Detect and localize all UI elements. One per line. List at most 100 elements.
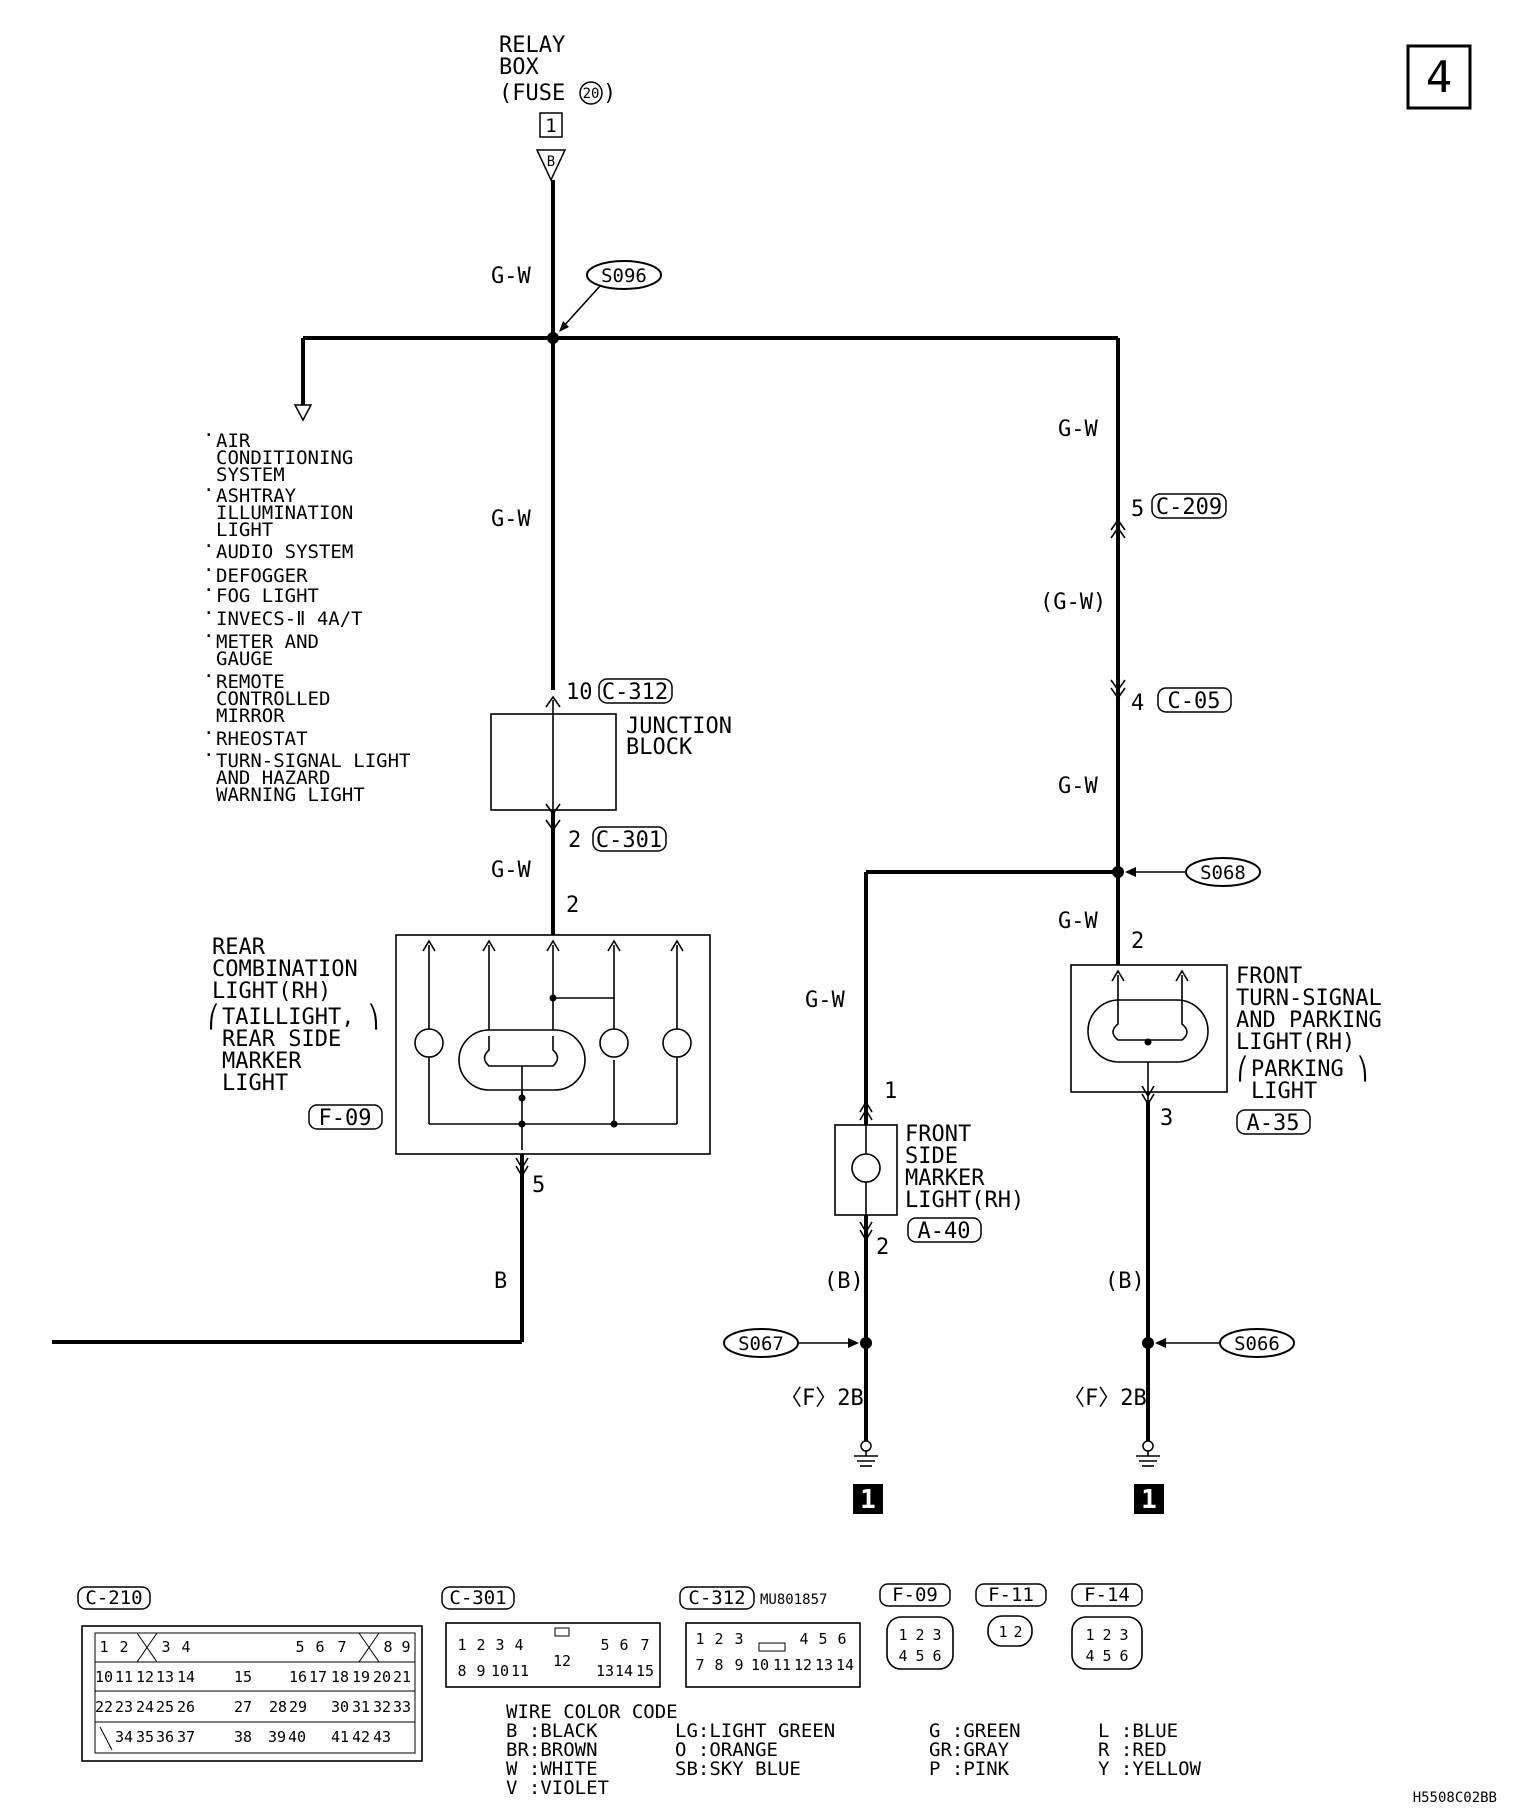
rear-combo-paren-open: ⎛ [207, 1003, 220, 1030]
system-line: METER AND [216, 631, 319, 653]
splice-label-s066: S066 [1234, 1333, 1280, 1355]
legend-entry: G :GREEN [929, 1720, 1021, 1742]
front-side-conn: A-40 [918, 1219, 971, 1244]
wire-label-5: (G-W) [1040, 590, 1106, 615]
system-line: ILLUMINATION [216, 502, 353, 524]
ground-ref-left: 〈F〉2B [780, 1386, 864, 1411]
splice-dot-s096 [547, 332, 559, 344]
wire-label-3: G-W [491, 858, 531, 883]
c210-pin: 15 [234, 1668, 252, 1686]
jb-in-conn: C-312 [602, 680, 668, 705]
c210-pin: 5 [295, 1638, 304, 1656]
f09-name-box [879, 1583, 951, 1607]
wire-label-2: G-W [491, 507, 531, 532]
c209-conn: C-209 [1156, 495, 1222, 520]
c312-pin: 4 [799, 1630, 808, 1648]
front-turn-junction-dot [1144, 1038, 1152, 1046]
splice-oval-s096 [586, 260, 662, 290]
rear-combo-pin-in: 2 [566, 893, 579, 918]
c312-latch [758, 1642, 786, 1652]
rear-combo-junction-dot-2 [518, 1120, 526, 1128]
c312-pin: 8 [714, 1656, 723, 1674]
rear-combo-conn: F-09 [319, 1106, 372, 1131]
jb-out-conn-box [592, 826, 667, 852]
c210-pin: 19 [352, 1668, 370, 1686]
bulb-icon [662, 1028, 692, 1058]
system-line: AIR [216, 430, 251, 452]
front-turn-pin-in: 2 [1131, 929, 1144, 954]
front-side-label-2: SIDE [905, 1144, 958, 1169]
front-turn-pin-out: 3 [1160, 1106, 1173, 1131]
f14-name: F-14 [1084, 1584, 1130, 1606]
c210-pin: 32 [373, 1698, 391, 1716]
bullet: · [203, 665, 214, 687]
system-line: CONDITIONING [216, 447, 353, 469]
f11-housing [987, 1615, 1033, 1647]
f14-pin: 5 [1102, 1647, 1111, 1665]
legend-entry: L :BLUE [1098, 1720, 1178, 1742]
c301-pin: 13 [596, 1662, 614, 1680]
c301-latch [554, 1627, 570, 1637]
f09-pin: 1 [898, 1626, 907, 1644]
system-line: CONTROLLED [216, 688, 330, 710]
f14-housing [1071, 1616, 1143, 1670]
c210-pin: 7 [337, 1638, 346, 1656]
relay-pin: 1 [545, 115, 556, 137]
f09-pin: 5 [915, 1647, 924, 1665]
system-line: DEFOGGER [216, 565, 308, 587]
c312-pin: 10 [751, 1656, 769, 1674]
front-side-arrow-in [859, 1100, 873, 1121]
system-line: LIGHT [216, 519, 273, 541]
legend-title: WIRE COLOR CODE [506, 1701, 678, 1723]
c210-pin: 14 [177, 1668, 195, 1686]
f09-pin: 2 [915, 1626, 924, 1644]
c210-pin: 4 [181, 1638, 190, 1656]
rear-combo-label-3: LIGHT(RH) [212, 979, 331, 1004]
c301-pin: 3 [495, 1636, 504, 1654]
splice-dot-s066 [1142, 1337, 1154, 1349]
rear-combo-arrows [422, 939, 684, 1178]
legend-entry: P :PINK [929, 1758, 1010, 1780]
c210-pin: 9 [401, 1638, 410, 1656]
system-line: GAUGE [216, 648, 273, 670]
c210-pin: 20 [373, 1668, 391, 1686]
c210-pin: 39 [268, 1728, 286, 1746]
ground-icon [1136, 1440, 1160, 1467]
f14-name-box [1071, 1583, 1143, 1607]
c312-pin: 6 [837, 1630, 846, 1648]
c210-pin: 35 [136, 1728, 154, 1746]
c210-pin: 38 [234, 1728, 252, 1746]
legend-entry: O :ORANGE [675, 1739, 778, 1761]
splice-label-s096: S096 [601, 265, 647, 287]
front-side-conn-box [907, 1217, 982, 1243]
page-number-box [1406, 44, 1472, 110]
bullet: · [203, 579, 214, 601]
c05-pin: 4 [1131, 691, 1144, 716]
c301-pin: 15 [636, 1662, 654, 1680]
c209-conn-box [1151, 493, 1227, 519]
c312-pin: 5 [818, 1630, 827, 1648]
c210-pin: 30 [331, 1698, 349, 1716]
branch-arrow [293, 404, 313, 422]
f09-name: F-09 [892, 1584, 938, 1606]
bullet: · [203, 744, 214, 766]
front-turn-paren-open: ⎛ [1236, 1055, 1249, 1082]
front-side-label: FRONT [905, 1122, 971, 1147]
jb-in-conn-box [598, 678, 673, 704]
bullet: · [203, 625, 214, 647]
rear-combo-label-4: TAILLIGHT, [222, 1005, 354, 1030]
system-line: MIRROR [216, 705, 285, 727]
f09-pin: 4 [898, 1647, 907, 1665]
bullet: · [203, 535, 214, 557]
c301-pin: 10 [491, 1662, 509, 1680]
rear-combo-junction-dot [549, 994, 557, 1002]
ground-number-left: 1 [860, 1485, 876, 1515]
f14-pin: 2 [1102, 1626, 1111, 1644]
c301-name-box [441, 1586, 515, 1610]
c312-pin: 14 [836, 1656, 854, 1674]
c301-name: C-301 [449, 1587, 506, 1609]
c312-name-box [679, 1586, 755, 1610]
front-turn-paren-close: ⎞ [1356, 1055, 1369, 1082]
front-side-label-3: MARKER [905, 1166, 985, 1191]
jb-out-conn: C-301 [596, 828, 662, 853]
